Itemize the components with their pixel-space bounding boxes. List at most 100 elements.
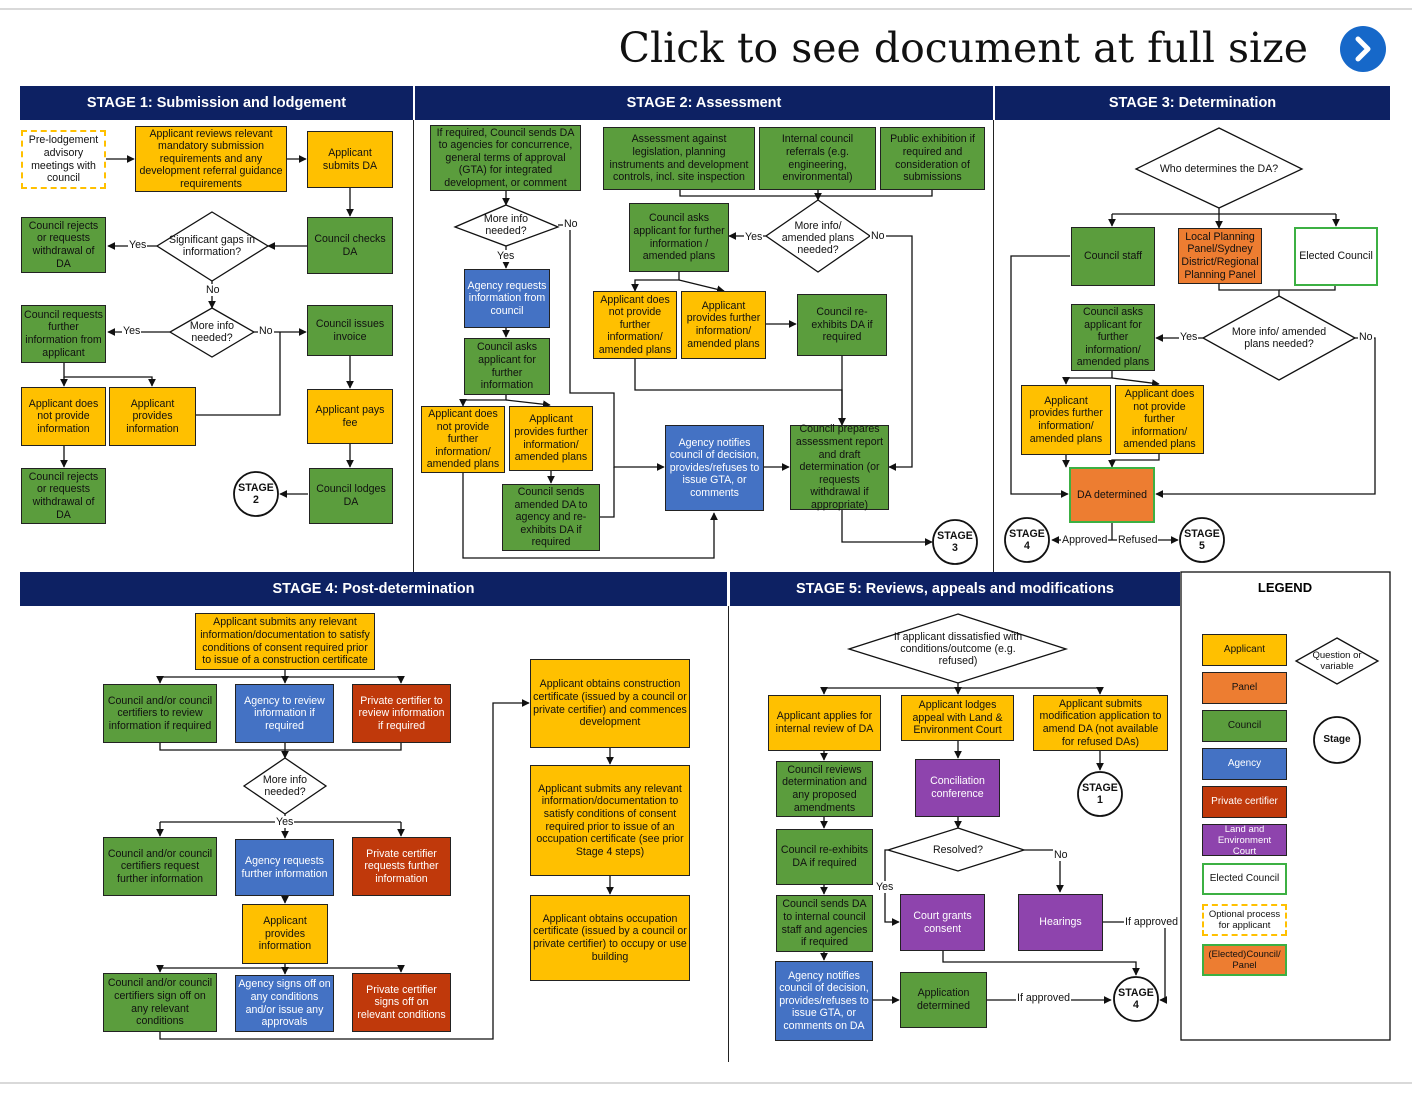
s4-yes-label: Yes xyxy=(275,816,295,828)
s1-applicant-reviews-box: Applicant reviews relevant mandatory sub… xyxy=(135,126,287,192)
legend-optional-process: Optional process for applicant xyxy=(1202,904,1287,936)
s5-hearings-box: Hearings xyxy=(1018,894,1103,951)
s2-council-prepares-box: Council prepares assessment report and d… xyxy=(790,423,889,511)
s4-certifier-review-box: Private certifier to review information … xyxy=(352,684,451,743)
s2-assessment-against-box: Assessment against legislation, planning… xyxy=(603,127,755,190)
s5-modification-box: Applicant submits modification applicati… xyxy=(1033,695,1168,751)
s3-moreinfo-question: More info/ amended plans needed? xyxy=(1231,326,1327,350)
s2-moreinfo-question-2: More info/ amended plans needed? xyxy=(781,220,855,256)
s2-agency-notifies-box: Agency notifies council of decision, pro… xyxy=(665,425,764,511)
s4-obtains-construction-certificate-box: Applicant obtains construction certifica… xyxy=(530,659,690,748)
legend-elected-council-panel: (Elected)Council/ Panel xyxy=(1202,944,1287,976)
s3-yes-label: Yes xyxy=(1179,331,1199,343)
s5-hearings-if-approved-label: If approved xyxy=(1124,916,1180,928)
s4-certifier-request-box: Private certifier requests further infor… xyxy=(352,837,451,896)
s1-council-lodges-box: Council lodges DA xyxy=(309,468,393,524)
s1-applicant-submits-box: Applicant submits DA xyxy=(307,131,393,188)
s4-council-signoff-box: Council and/or council certifiers sign o… xyxy=(103,973,217,1032)
s1-council-rejects-box-1: Council rejects or requests withdrawal o… xyxy=(21,217,106,273)
s5-resolved-no-label: No xyxy=(1053,849,1069,861)
stage4-header: STAGE 4: Post-determination xyxy=(20,572,727,606)
legend-applicant: Applicant xyxy=(1202,634,1287,666)
s1-applicant-not-provide-box: Applicant does not provide information xyxy=(21,387,106,446)
s5-council-reexhibits-box: Council re-exhibits DA if required xyxy=(776,829,873,885)
s1-moreinfo-question: More info needed? xyxy=(189,320,235,344)
stage1-header: STAGE 1: Submission and lodgement xyxy=(20,86,413,120)
divider-s2-s3 xyxy=(993,120,994,572)
diamond-shape xyxy=(155,211,270,282)
s2-moreinfo2-no-label: No xyxy=(870,230,886,242)
s5-conciliation-box: Conciliation conference xyxy=(915,759,1000,817)
s5-internal-review-box: Applicant applies for internal review of… xyxy=(768,695,881,751)
s2-council-sends-amended-box: Council sends amended DA to agency and r… xyxy=(502,484,600,551)
s4-certifier-signoff-box: Private certifier signs off on relevant … xyxy=(352,973,451,1032)
s1-gaps-yes-label: Yes xyxy=(128,239,148,251)
legend-elected-council: Elected Council xyxy=(1202,863,1287,895)
s1-gaps-no-label: No xyxy=(205,284,221,296)
s2-public-exhibition-box: Public exhibition if required and consid… xyxy=(880,127,985,190)
s3-applicant-not-provide-box: Applicant does not provide further infor… xyxy=(1115,385,1204,454)
top-rule xyxy=(0,8,1412,10)
s5-resolved-yes-label: Yes xyxy=(875,881,895,893)
s3-applicant-provides-box: Applicant provides further information/ … xyxy=(1021,385,1111,455)
s2-internal-referrals-box: Internal council referrals (e.g. enginee… xyxy=(759,127,876,190)
s4-moreinfo-question: More info needed? xyxy=(262,774,308,798)
s2-council-sends-box: If required, Council sends DA to agencie… xyxy=(430,125,581,191)
s2-applicant-not-provide-box-1: Applicant does not provide further infor… xyxy=(593,291,677,359)
s5-council-reviews-box: Council reviews determination and any pr… xyxy=(776,761,873,817)
s5-council-sends-box: Council sends DA to internal council sta… xyxy=(776,895,873,952)
legend-council: Council xyxy=(1202,710,1287,742)
stage2-header: STAGE 2: Assessment xyxy=(415,86,993,120)
s5-lodges-appeal-box: Applicant lodges appeal with Land & Envi… xyxy=(901,695,1014,741)
s2-moreinfo2-yes-label: Yes xyxy=(744,231,764,243)
s1-council-checks-box: Council checks DA xyxy=(307,217,393,274)
full-size-link-text[interactable]: Click to see document at full size xyxy=(618,24,1308,72)
s1-council-rejects-box-2: Council rejects or requests withdrawal o… xyxy=(21,468,106,524)
s3-who-determines-question: Who determines the DA? xyxy=(1159,163,1279,175)
chevron-right-icon[interactable] xyxy=(1340,26,1386,72)
legend-agency: Agency xyxy=(1202,748,1287,780)
legend-land-env-court: Land and Environment Court xyxy=(1202,824,1287,857)
s5-resolved-question: Resolved? xyxy=(932,844,984,856)
s2-moreinfo1-yes-label: Yes xyxy=(496,250,516,262)
legend-private-certifier: Private certifier xyxy=(1202,786,1287,818)
s2-applicant-provides-box-1: Applicant provides further information/ … xyxy=(681,291,766,359)
s1-applicant-provides-box: Applicant provides information xyxy=(109,387,196,446)
s4-agency-review-box: Agency to review information if required xyxy=(235,684,334,743)
s1-gaps-question: Significant gaps in information? xyxy=(169,234,255,258)
s1-prelodgement-box: Pre-lodgement advisory meetings with cou… xyxy=(21,130,106,189)
s2-council-asks-box-2: Council asks applicant for further infor… xyxy=(464,338,550,395)
s4-applicant-provides-box: Applicant provides information xyxy=(242,904,328,964)
s2-agency-requests-box: Agency requests information from council xyxy=(464,269,550,328)
s1-moreinfo-yes-label: Yes xyxy=(122,325,142,337)
s3-planning-panel-box: Local Planning Panel/Sydney District/Reg… xyxy=(1178,228,1262,284)
legend-title: LEGEND xyxy=(1257,580,1313,595)
s3-elected-council-box: Elected Council xyxy=(1294,227,1378,286)
s1-council-invoice-box: Council issues invoice xyxy=(307,305,393,356)
s5-agency-notifies-box: Agency notifies council of decision, pro… xyxy=(775,961,873,1041)
s1-council-requests-box: Council requests further information fro… xyxy=(21,305,106,363)
s1-moreinfo-no-label: No xyxy=(258,325,274,337)
legend-panel: Panel xyxy=(1202,672,1287,704)
s2-moreinfo-question-1: More info needed? xyxy=(483,213,529,237)
divider-s4-s5 xyxy=(728,606,729,1062)
s3-refused-label: Refused xyxy=(1117,534,1159,546)
s3-council-asks-box: Council asks applicant for further infor… xyxy=(1071,304,1155,371)
s4-agency-request-box: Agency requests further information xyxy=(235,839,334,896)
s4-council-review-box: Council and/or council certifiers to rev… xyxy=(103,684,217,743)
s4-applicant-submits-box: Applicant submits any relevant informati… xyxy=(195,613,375,670)
s4-submits-occupation-info-box: Applicant submits any relevant informati… xyxy=(530,765,690,876)
s2-moreinfo1-no-label: No xyxy=(563,218,579,230)
s4-obtains-occupation-certificate-box: Applicant obtains occupation certificate… xyxy=(530,895,690,981)
bottom-rule xyxy=(0,1082,1412,1084)
full-size-link[interactable]: Click to see document at full size xyxy=(560,20,1400,80)
legend-stage-circle: Stage xyxy=(1323,734,1351,745)
s2-council-reexhibits-box: Council re-exhibits DA if required xyxy=(797,294,887,356)
s2-council-asks-box-1: Council asks applicant for further infor… xyxy=(629,203,729,272)
s3-council-staff-box: Council staff xyxy=(1071,227,1155,286)
divider-s1-s2 xyxy=(413,120,414,572)
